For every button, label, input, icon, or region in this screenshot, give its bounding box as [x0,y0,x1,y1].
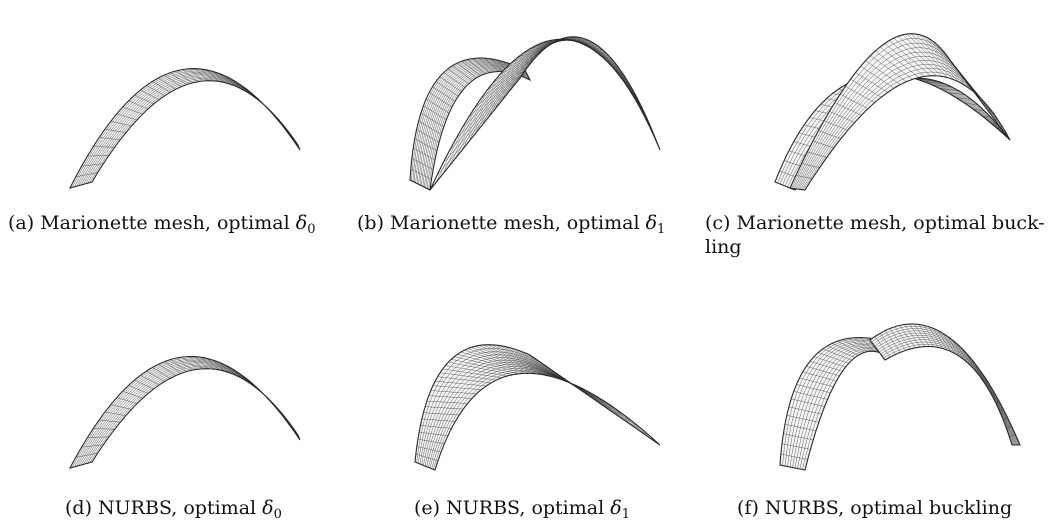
caption-subscript: 1 [621,507,630,522]
shell-surface-f-2 [869,323,1021,446]
panel-e [360,300,700,480]
caption-e: (e) NURBS, optimal δ1 [414,496,630,522]
caption-text: Marionette mesh, optimal [390,212,646,234]
caption-symbol: δ [645,212,658,234]
mesh-render-a [68,68,301,189]
shell-surface-c-2 [789,33,1011,191]
caption-symbol: δ [610,497,622,519]
shell-surface-b-2 [429,36,661,191]
caption-a: (a) Marionette mesh, optimal δ0 [8,211,316,237]
mesh-render-c [774,33,1011,191]
panel-f [720,300,1060,480]
shell-surface-d-1 [68,355,301,469]
panel-d [0,300,330,480]
caption-tag: (c) [705,212,731,234]
caption-symbol: δ [295,212,308,234]
caption-f: (f) NURBS, optimal buckling [737,496,1012,520]
panel-b [360,0,700,200]
mesh-render-b [409,36,661,191]
caption-tag: (d) [65,497,92,519]
caption-symbol: δ [262,497,274,519]
panel-a [0,0,330,200]
mesh-render-d [68,355,301,469]
caption-tag: (b) [357,212,384,234]
caption-tag: (a) [8,212,35,234]
caption-subscript: 1 [657,222,666,237]
shell-surface-a-1 [68,68,301,189]
caption-subscript: 0 [273,507,282,522]
caption-text: Marionette mesh, optimal buck-ling [705,212,1045,258]
caption-b: (b) Marionette mesh, optimal δ1 [357,211,666,237]
panel-c [720,0,1060,200]
shell-surface-f-1 [779,337,886,471]
caption-d: (d) NURBS, optimal δ0 [65,496,282,522]
caption-tag: (e) [414,497,441,519]
mesh-render-e [414,344,661,471]
caption-text: NURBS, optimal [446,497,611,519]
caption-tag: (f) [737,497,759,519]
mesh-render-f [779,323,1021,471]
caption-text: NURBS, optimal buckling [764,497,1013,519]
caption-subscript: 0 [307,222,316,237]
caption-text: NURBS, optimal [98,497,263,519]
shell-surface-e-1 [414,344,661,471]
caption-text: Marionette mesh, optimal [40,212,296,234]
caption-c: (c) Marionette mesh, optimal buck-ling [705,211,1060,259]
